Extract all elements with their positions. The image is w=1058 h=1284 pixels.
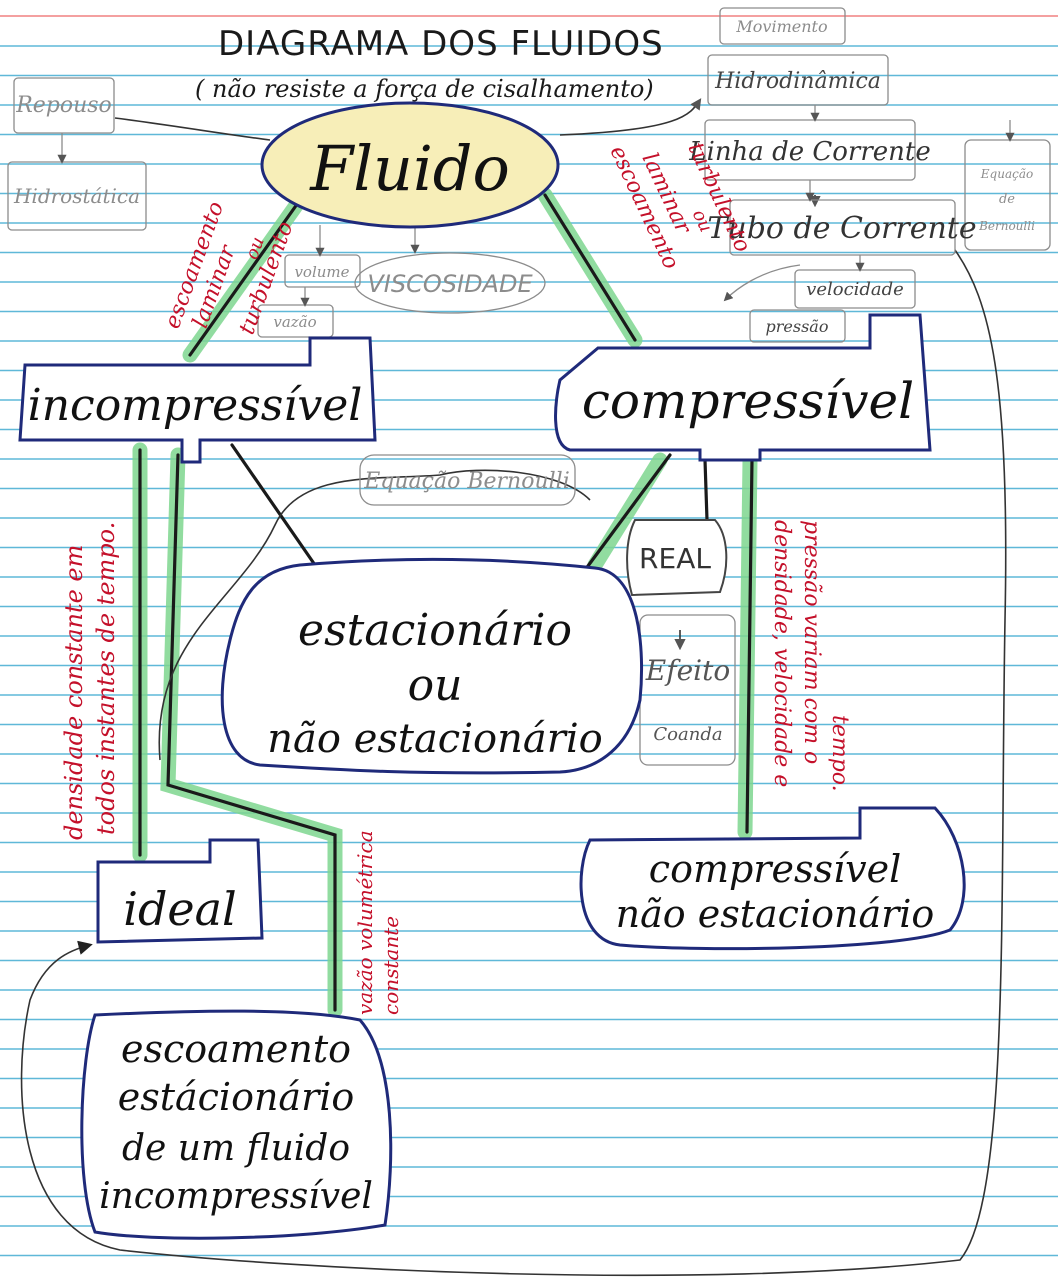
vazao-label: vazão xyxy=(273,313,316,331)
ideal-box xyxy=(96,838,264,944)
velocidade-box xyxy=(794,269,916,309)
movimento-box xyxy=(719,7,846,45)
viscosidade-ellipse xyxy=(354,252,546,314)
equacao-bernoulli-box xyxy=(359,454,576,506)
efeito-coanda-line-1: Efeito xyxy=(645,654,730,687)
bernoulli-right-line-1: Equação xyxy=(980,167,1033,181)
velocidade-label: velocidade xyxy=(806,279,904,300)
ink-connectors xyxy=(138,193,754,1012)
vazao-box xyxy=(257,304,334,338)
bernoulli-right-line-3: Bernoulli xyxy=(978,219,1035,233)
repouso-label: Repouso xyxy=(15,93,112,118)
real-box xyxy=(626,519,728,597)
escoamento-final-line-1: escoamento xyxy=(121,1027,351,1071)
escoamento-final-line-4: incompressível xyxy=(99,1176,373,1217)
incompressivel-box xyxy=(18,336,377,464)
compressivel-label: compressível xyxy=(582,372,914,430)
fluido-label: Fluido xyxy=(309,132,510,205)
compressivel-nao-estacionario-box xyxy=(579,806,966,951)
page-title: DIAGRAMA DOS FLUIDOS xyxy=(218,24,664,64)
thin-connectors xyxy=(20,98,1007,1277)
tubo-corrente-box xyxy=(729,199,956,256)
repouso-box xyxy=(13,77,115,134)
hidrostatica-box xyxy=(7,161,147,231)
estacionario-box xyxy=(220,557,644,775)
compressivel-nao-estacionario-line-2: não estacionário xyxy=(616,892,935,936)
densidade-variam-line-1: densidade, velocidade e xyxy=(769,520,794,787)
escoamento-final-box xyxy=(80,1009,393,1240)
pressao-label: pressão xyxy=(766,317,829,336)
estacionario-line-1: estacionário xyxy=(298,605,572,656)
compressivel-box xyxy=(554,313,932,462)
pressao-box xyxy=(749,309,846,343)
page-subtitle: ( não resiste a força de cisalhamento) xyxy=(195,75,654,103)
estacionario-line-2: ou xyxy=(408,660,463,711)
densidade-constante-line-2: todos instantes de tempo. xyxy=(92,522,120,835)
estacionario-line-3: não estacionário xyxy=(267,716,602,762)
hidrostatica-label: Hidrostática xyxy=(13,184,140,208)
real-label: REAL xyxy=(639,542,711,575)
densidade-constante-line-1: densidade constante em xyxy=(60,545,88,840)
equacao-bernoulli-label: Equação Bernoulli xyxy=(363,469,570,494)
pencil-labels: Movimento Hidrodinâmica Linha de Corrent… xyxy=(13,17,1035,745)
hidrodinamica-box xyxy=(707,54,889,106)
compressivel-nao-estacionario-line-1: compressível xyxy=(649,847,901,891)
efeito-coanda-line-2: Coanda xyxy=(653,724,722,745)
incompressivel-label: incompressível xyxy=(28,380,363,431)
vazao-constante-line-1: vazão volumétrica xyxy=(353,830,377,1015)
fluido-ellipse xyxy=(260,101,560,229)
viscosidade-label: VISCOSIDADE xyxy=(367,270,533,298)
escoamento-final-line-3: de um fluido xyxy=(122,1128,350,1169)
movimento-label: Movimento xyxy=(735,17,827,36)
densidade-variam-line-3: tempo. xyxy=(827,715,852,792)
main-shapes xyxy=(18,101,966,1240)
pencil-layer xyxy=(7,7,1051,766)
linha-corrente-label: Linha de Corrente xyxy=(688,137,931,167)
tubo-corrente-label: Tubo de Corrente xyxy=(707,211,976,246)
escoamento-final-line-2: estácionário xyxy=(118,1075,355,1119)
ideal-label: ideal xyxy=(123,882,237,936)
vazao-constante-line-2: constante xyxy=(379,916,403,1015)
bernoulli-right-line-2: de xyxy=(999,192,1015,207)
volume-label: volume xyxy=(294,263,349,281)
densidade-variam-line-2: pressão variam com o xyxy=(799,520,824,764)
hidrodinamica-label: Hidrodinâmica xyxy=(714,69,881,94)
